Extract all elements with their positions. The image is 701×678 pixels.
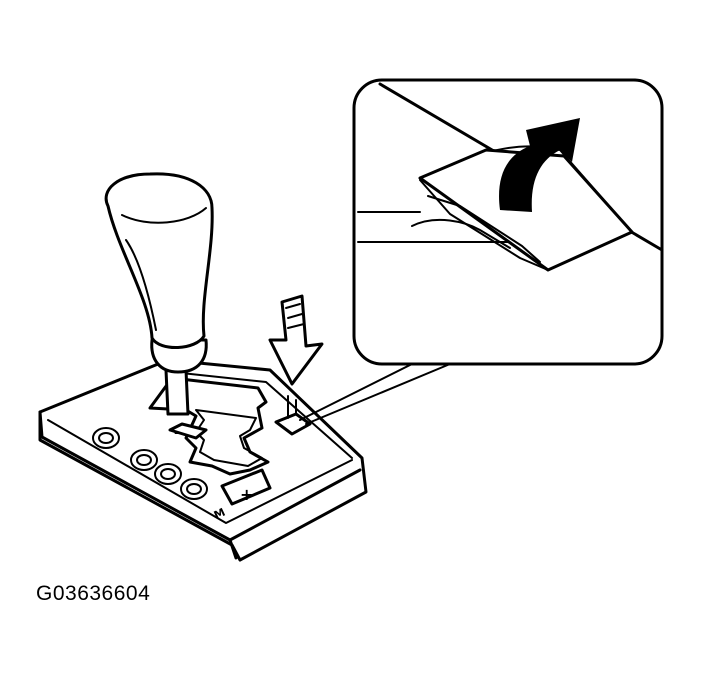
indicator-r (130, 449, 158, 471)
indicator-d (180, 478, 208, 500)
gate-label-plus: + (240, 485, 253, 504)
lift-up-arrow-icon (499, 118, 580, 212)
callout-leader (299, 359, 451, 425)
shift-knob-icon (104, 172, 214, 416)
gate-label-minus: – (174, 426, 181, 441)
detail-callout-box (352, 78, 664, 366)
position-indicator-group (92, 427, 208, 500)
indicator-n (154, 463, 182, 485)
figure-code-label: G03636604 (36, 582, 151, 605)
indicator-p (92, 427, 120, 449)
press-down-arrow-icon (268, 294, 324, 386)
gate-label-m: M (212, 506, 227, 522)
